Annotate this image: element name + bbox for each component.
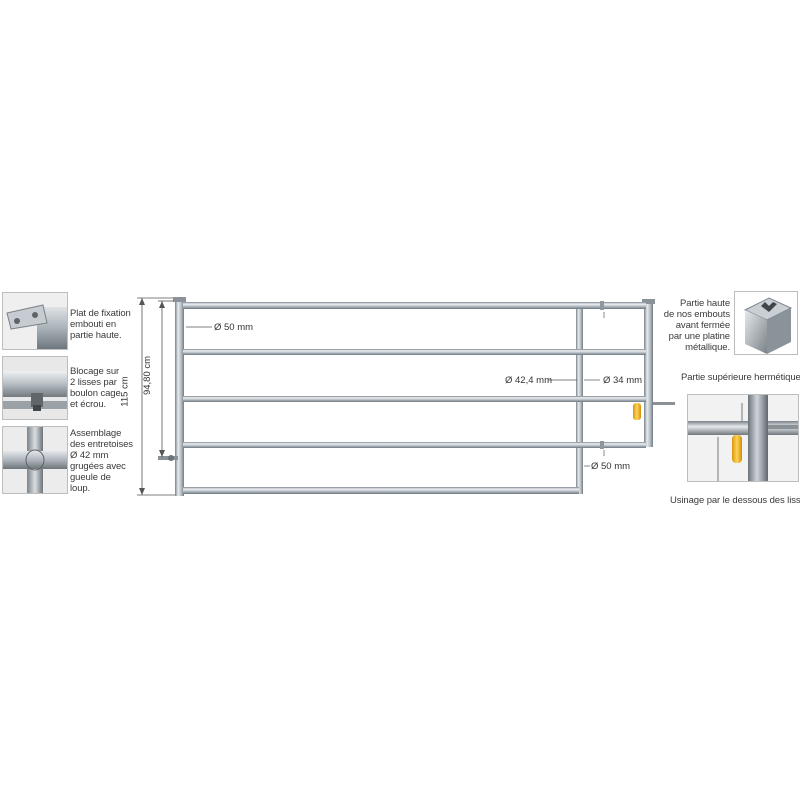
detail-photo-blocage [2, 356, 68, 420]
hinge-bolt [168, 455, 174, 461]
caption-embout: Partie haute de nos embouts avant fermée… [663, 298, 730, 353]
leader-lines [186, 312, 605, 467]
caption-hermetique: Partie supérieure hermétique [681, 372, 800, 383]
fixation-plate-illustration [3, 293, 67, 349]
extension-joint-2 [600, 441, 604, 449]
frame-height-label: 94,80 cm [142, 355, 154, 396]
extension-joint-1 [600, 301, 604, 310]
latch-pin [653, 402, 675, 405]
hermetique-illustration [688, 395, 798, 481]
detail-photo-assemblage [2, 426, 68, 494]
rail-3 [183, 396, 646, 402]
detail-photo-hermetique [687, 394, 799, 482]
caption-fixation: Plat de fixation embouti en partie haute… [70, 308, 131, 341]
extension-end-cap [642, 299, 655, 304]
rail-diameter-label: Ø 42,4 mm [505, 375, 552, 386]
top-rail-diameter-label: Ø 50 mm [214, 322, 254, 333]
extension-end-post [644, 302, 653, 447]
left-post [175, 300, 184, 496]
caption-assemblage: Assemblage des entretoises Ø 42 mm grugé… [70, 428, 133, 494]
dimension-lines [137, 297, 175, 496]
embout-cap-illustration [743, 297, 793, 354]
detail-photo-embout [734, 291, 798, 355]
caption-usinage: Usinage par le dessous des lisses [670, 495, 800, 506]
blocage-bolt-illustration [3, 357, 67, 419]
extension-diameter-label: Ø 34 mm [603, 375, 643, 386]
latch-handle [633, 403, 641, 420]
rail-5 [183, 487, 579, 494]
left-post-cap [173, 297, 186, 302]
total-height-label: 115 cm [119, 376, 131, 407]
assemblage-illustration [3, 427, 67, 493]
rail-1 [183, 302, 646, 309]
caption-blocage: Blocage sur 2 lisses par boulon cage et … [70, 366, 121, 410]
rail-4 [183, 442, 646, 448]
extension-lower-diameter-label: Ø 50 mm [591, 461, 631, 472]
rail-2 [183, 349, 646, 355]
detail-photo-fixation [2, 292, 68, 350]
dimension-arrows [139, 298, 165, 495]
